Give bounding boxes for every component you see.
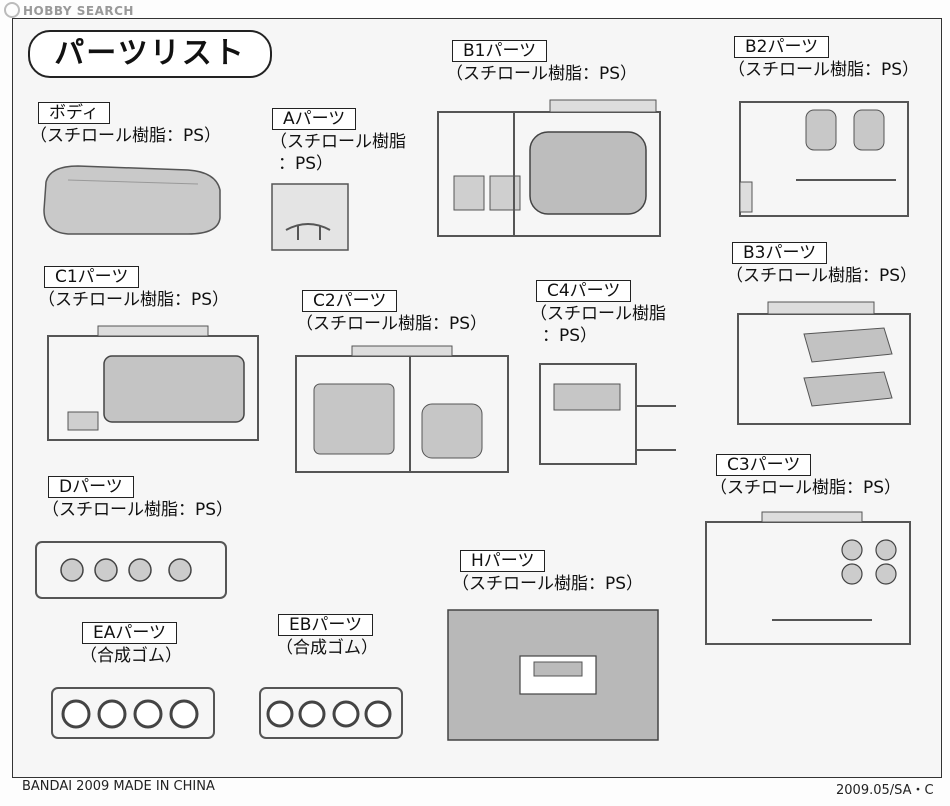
part-label-b3: B3パーツ （スチロール樹脂：PS）	[726, 242, 917, 286]
part-material: （スチロール樹脂：PS）	[446, 64, 638, 84]
b2-sprue-drawing	[739, 101, 909, 217]
part-label-b1: B1パーツ （スチロール樹脂：PS）	[446, 40, 637, 84]
page-title: パーツリスト	[28, 30, 272, 78]
part-name: B3パーツ	[732, 242, 828, 264]
body-part-drawing	[43, 165, 221, 235]
ea-sprue-drawing	[51, 687, 215, 739]
part-name: Hパーツ	[460, 550, 546, 572]
d-sprue-drawing	[35, 541, 227, 599]
part-label-c4: C4パーツ （スチロール樹脂 ：PS）	[530, 280, 666, 346]
part-material: （スチロール樹脂：PS）	[296, 314, 488, 334]
part-name: B1パーツ	[452, 40, 548, 62]
part-material: （スチロール樹脂：PS）	[452, 574, 644, 594]
part-label-c2: C2パーツ （スチロール樹脂：PS）	[296, 290, 487, 334]
part-material-line1: （スチロール樹脂	[530, 304, 666, 324]
part-label-c3: C3パーツ （スチロール樹脂：PS）	[710, 454, 901, 498]
part-label-a: Aパーツ （スチロール樹脂 ：PS）	[270, 108, 406, 174]
part-material: （スチロール樹脂：PS）	[728, 60, 920, 80]
part-name: Dパーツ	[48, 476, 134, 498]
c2-sprue-drawing	[295, 345, 509, 473]
part-name: C2パーツ	[302, 290, 398, 312]
part-name: C4パーツ	[536, 280, 632, 302]
part-name: B2パーツ	[734, 36, 830, 58]
part-material-line2: ：PS）	[542, 326, 598, 346]
b3-sprue-drawing	[737, 301, 911, 425]
eb-sprue-drawing	[259, 687, 403, 739]
part-label-d: Dパーツ （スチロール樹脂：PS）	[42, 476, 233, 520]
part-material: （スチロール樹脂：PS）	[38, 290, 230, 310]
h-sprue-drawing	[447, 609, 659, 741]
part-name: ボディ	[38, 102, 110, 124]
part-material: （合成ゴム）	[276, 638, 378, 658]
part-label-c1: C1パーツ （スチロール樹脂：PS）	[38, 266, 229, 310]
watermark: HOBBY SEARCH	[4, 2, 134, 18]
c1-sprue-drawing	[47, 325, 259, 441]
part-name: C3パーツ	[716, 454, 812, 476]
part-material-line2: ：PS）	[278, 154, 334, 174]
b1-sprue-drawing	[437, 99, 661, 237]
part-name: EBパーツ	[278, 614, 374, 636]
footer-code: 2009.05/SA・C	[836, 783, 934, 798]
part-material: （スチロール樹脂：PS）	[726, 266, 918, 286]
part-label-h: Hパーツ （スチロール樹脂：PS）	[452, 550, 643, 594]
c3-sprue-drawing	[705, 511, 911, 645]
part-label-body: ボディ （スチロール樹脂：PS）	[30, 102, 221, 146]
watermark-logo-icon	[4, 2, 20, 18]
part-label-ea: EAパーツ （合成ゴム）	[80, 622, 182, 666]
part-name: Aパーツ	[272, 108, 357, 130]
part-label-b2: B2パーツ （スチロール樹脂：PS）	[728, 36, 919, 80]
part-material: （合成ゴム）	[80, 646, 182, 666]
footer-copyright: BANDAI 2009 MADE IN CHINA	[22, 779, 215, 794]
part-name: C1パーツ	[44, 266, 140, 288]
a-sprue-drawing	[271, 183, 349, 251]
c4-sprue-drawing	[539, 363, 676, 465]
part-material: （スチロール樹脂：PS）	[30, 126, 222, 146]
part-material: （スチロール樹脂：PS）	[42, 500, 234, 520]
part-name: EAパーツ	[82, 622, 178, 644]
part-material-line1: （スチロール樹脂	[270, 132, 406, 152]
part-label-eb: EBパーツ （合成ゴム）	[276, 614, 378, 658]
part-material: （スチロール樹脂：PS）	[710, 478, 902, 498]
